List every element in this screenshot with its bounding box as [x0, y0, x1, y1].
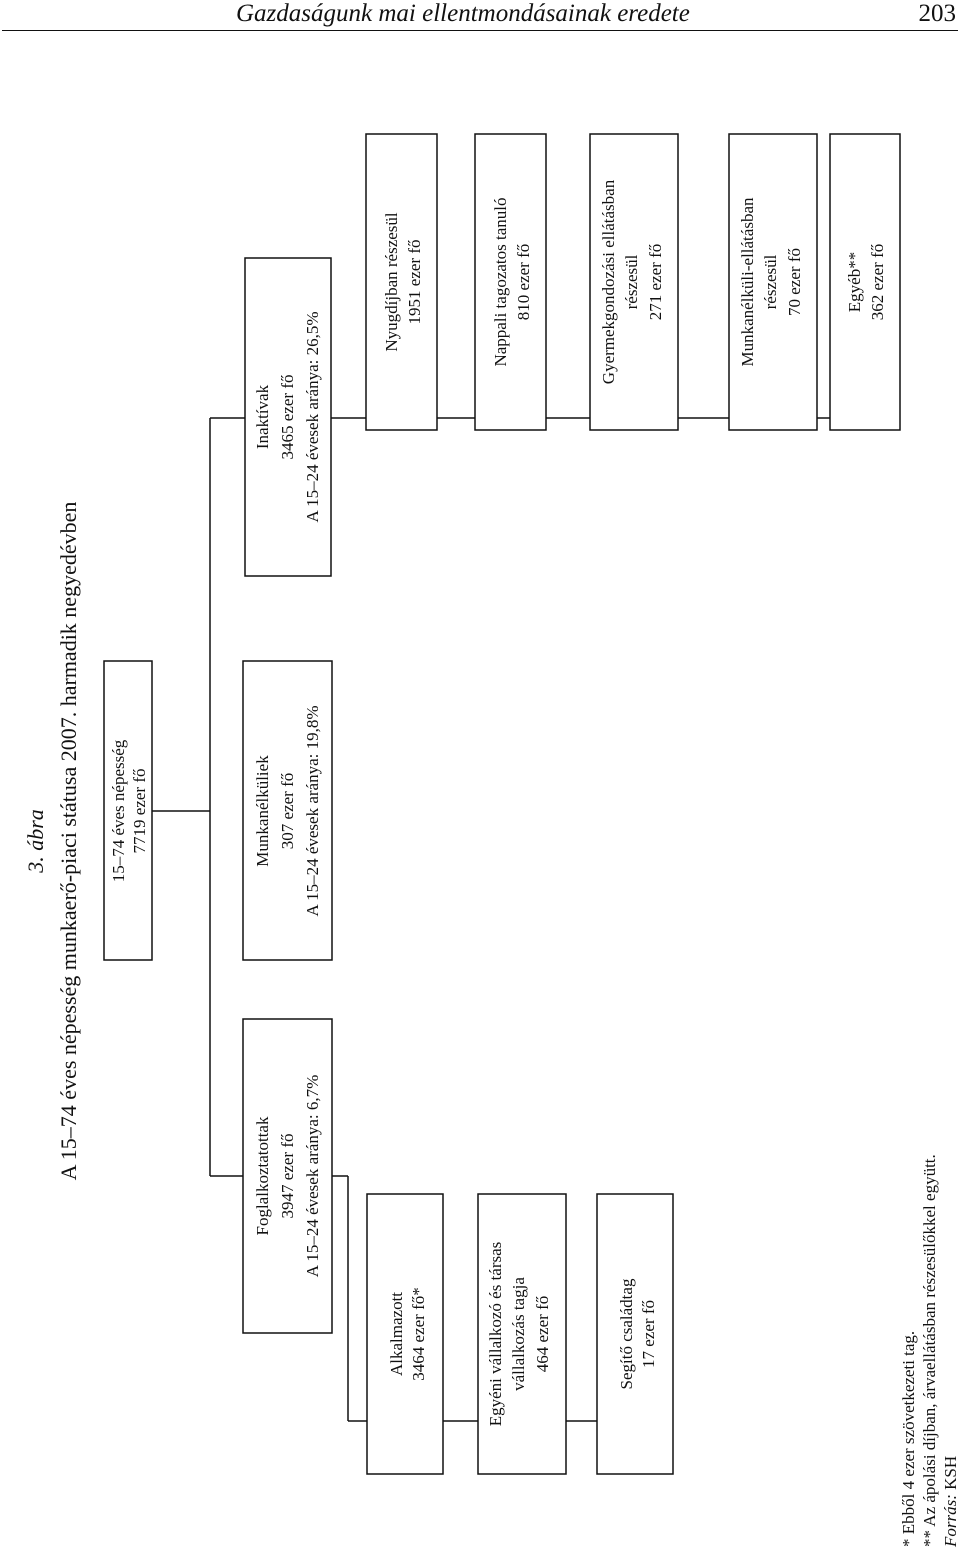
box-root-frame [103, 660, 153, 961]
box-other: Egyéb** 362 ezer fő [829, 133, 901, 431]
page-header: Gazdaságunk mai ellentmondásainak eredet… [0, 0, 960, 34]
box-unemployed-line1: Munkanélküliek [253, 755, 272, 867]
box-other-line1: Egyéb** [845, 252, 864, 312]
box-inactive-frame [244, 257, 332, 577]
box-childcare-line1: Gyermekgondozási ellátásban [599, 179, 618, 384]
box-employee: Alkalmazott 3464 ezer fő* [366, 1193, 444, 1475]
box-employed-frame [242, 1018, 333, 1334]
box-student: Nappali tagozatos tanuló 810 ezer fő [474, 133, 547, 431]
box-root-line2: 7719 ezer fő [130, 769, 149, 854]
box-unemployed: Munkanélküliek 307 ezer fő A 15–24 évese… [242, 660, 333, 961]
box-entrepreneur-line3: 464 ezer fő [533, 1296, 552, 1372]
box-employee-frame [366, 1193, 444, 1475]
box-childcare-line3: 271 ezer fő [646, 244, 665, 320]
box-employed: Foglalkoztatottak 3947 ezer fő A 15–24 é… [242, 1018, 333, 1334]
box-family-helper-frame [596, 1193, 674, 1475]
box-family-helper-line2: 17 ezer fő [639, 1300, 658, 1368]
figure-caption: A 15–74 éves népesség munkaerő-piaci stá… [56, 502, 81, 1181]
box-inactive-line3: A 15–24 évesek aránya: 26,5% [303, 311, 322, 522]
box-other-frame [829, 133, 901, 431]
source-label: Forrás: [941, 1494, 960, 1548]
box-student-line2: 810 ezer fő [514, 244, 533, 320]
figure-label: 3. ábra [23, 809, 48, 874]
box-pension-line1: Nyugdíjban részesül [382, 212, 401, 352]
box-entrepreneur-frame [477, 1193, 567, 1475]
footnote-2: ** Az ápolási díjban, árvaellátásban rés… [920, 1154, 939, 1547]
box-entrepreneur: Egyéni vállalkozó és társas vállalkozás … [477, 1193, 567, 1475]
box-other-line2: 362 ezer fő [868, 244, 887, 320]
header-rule [2, 30, 958, 31]
box-root: 15–74 éves népesség 7719 ezer fő [103, 660, 153, 961]
source-value: KSH [941, 1456, 960, 1494]
box-childcare: Gyermekgondozási ellátásban részesül 271… [589, 133, 679, 431]
box-root-line1: 15–74 éves népesség [109, 739, 128, 882]
box-employed-line2: 3947 ezer fő [278, 1134, 297, 1219]
box-unemployed-line2: 307 ezer fő [278, 773, 297, 849]
box-family-helper: Segítő családtag 17 ezer fő [596, 1193, 674, 1475]
page-number: 203 [918, 0, 957, 27]
box-entrepreneur-line2: vállalkozás tagja [509, 1277, 528, 1391]
box-inactive-line2: 3465 ezer fő [278, 375, 297, 460]
box-pension-line2: 1951 ezer fő [405, 240, 424, 325]
running-title: Gazdaságunk mai ellentmondásainak eredet… [236, 0, 690, 27]
box-inactive: Inaktívak 3465 ezer fő A 15–24 évesek ar… [244, 257, 332, 577]
box-pension-frame [365, 133, 438, 431]
box-employed-line3: A 15–24 évesek aránya: 6,7% [303, 1075, 322, 1278]
box-student-frame [474, 133, 547, 431]
box-inactive-line1: Inaktívak [253, 384, 272, 449]
box-childcare-line2: részesül [622, 254, 641, 309]
box-entrepreneur-line1: Egyéni vállalkozó és társas [486, 1242, 505, 1427]
box-unemployment-benefit: Munkanélküli-ellátásban részesül 70 ezer… [728, 133, 818, 431]
box-childcare-frame [589, 133, 679, 431]
box-student-line1: Nappali tagozatos tanuló [491, 197, 510, 366]
footnote-1: * Ebből 4 ezer szövetkezeti tag. [899, 1331, 918, 1547]
box-unemployment-benefit-line1: Munkanélküli-ellátásban [738, 197, 757, 367]
footnotes: * Ebből 4 ezer szövetkezeti tag. ** Az á… [899, 1154, 960, 1548]
source-line: Forrás: KSH [941, 1456, 960, 1548]
box-employed-line1: Foglalkoztatottak [253, 1116, 272, 1235]
box-unemployment-benefit-line2: részesül [761, 254, 780, 309]
box-pension: Nyugdíjban részesül 1951 ezer fő [365, 133, 438, 431]
box-unemployment-benefit-frame [728, 133, 818, 431]
box-unemployment-benefit-line3: 70 ezer fő [785, 248, 804, 316]
box-employee-line2: 3464 ezer fő* [409, 1287, 428, 1380]
box-employee-line1: Alkalmazott [387, 1292, 406, 1376]
box-unemployed-frame [242, 660, 333, 961]
box-family-helper-line1: Segítő családtag [617, 1278, 636, 1389]
box-unemployed-line3: A 15–24 évesek aránya: 19,8% [303, 705, 322, 916]
